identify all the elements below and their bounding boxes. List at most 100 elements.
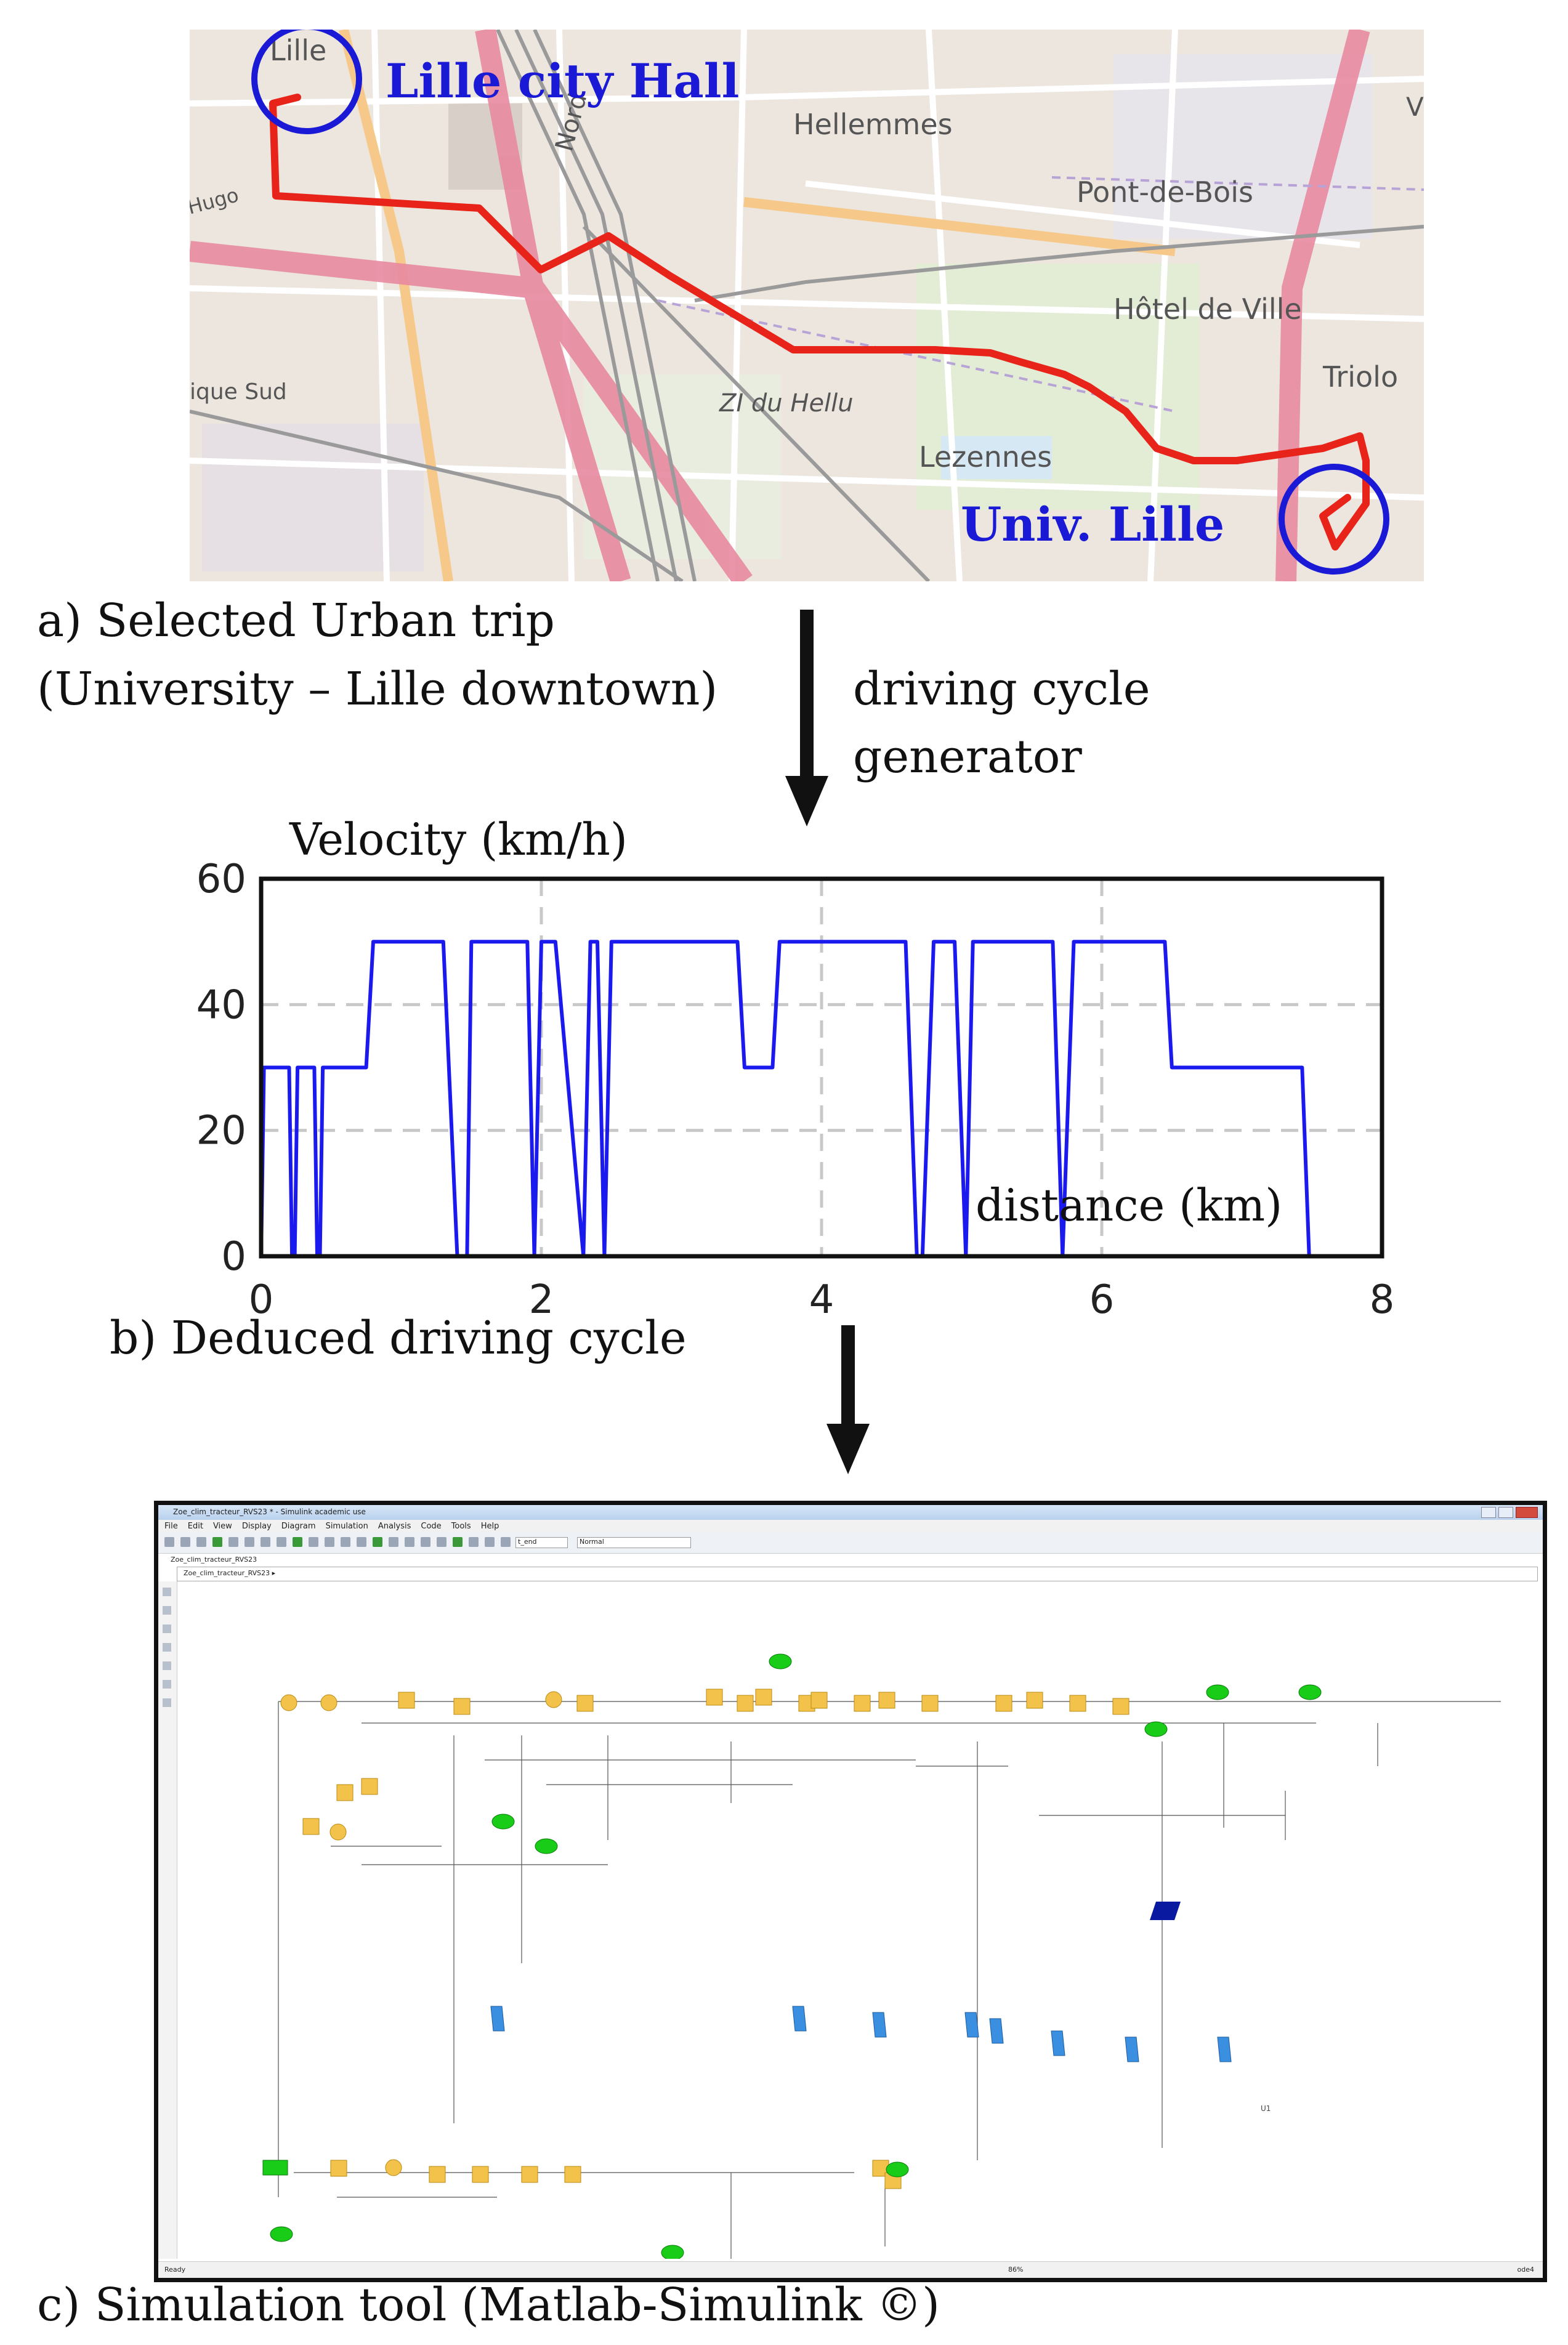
palette-tool-icon[interactable] <box>163 1625 171 1633</box>
menu-item-file[interactable]: File <box>164 1521 178 1531</box>
menu-item-diagram[interactable]: Diagram <box>281 1521 316 1531</box>
toolbar-button[interactable] <box>485 1537 495 1547</box>
subsystem-block[interactable] <box>576 1695 594 1712</box>
scope-block[interactable] <box>964 2012 979 2038</box>
palette-tool-icon[interactable] <box>163 1661 171 1670</box>
simulation-mode-select[interactable]: Normal <box>577 1537 691 1548</box>
goto-tag-block[interactable] <box>491 1814 515 1830</box>
display-block[interactable] <box>1150 1902 1181 1920</box>
subsystem-block[interactable] <box>921 1695 939 1712</box>
menu-item-code[interactable]: Code <box>421 1521 442 1531</box>
scope-block[interactable] <box>1125 2036 1139 2062</box>
toolbar-button[interactable] <box>261 1537 270 1547</box>
goto-tag-block[interactable] <box>1206 1684 1229 1700</box>
subsystem-block[interactable] <box>706 1689 723 1706</box>
subsystem-block[interactable] <box>1069 1695 1086 1712</box>
subsystem-block[interactable] <box>361 1778 378 1795</box>
subsystem-block[interactable] <box>521 2166 538 2183</box>
toolbar-button[interactable] <box>309 1537 318 1547</box>
toolbar-button[interactable] <box>453 1537 463 1547</box>
minimize-button[interactable] <box>1481 1507 1496 1518</box>
subsystem-block[interactable] <box>995 1695 1012 1712</box>
scope-block[interactable] <box>1217 2036 1232 2062</box>
sum-block[interactable] <box>329 1823 347 1841</box>
x-tick-label: 8 <box>1370 1277 1395 1323</box>
scope-block[interactable] <box>872 2012 887 2038</box>
goto-tag-block[interactable] <box>769 1653 792 1669</box>
subsystem-block[interactable] <box>810 1692 828 1709</box>
toolbar-button[interactable] <box>373 1537 382 1547</box>
breadcrumb[interactable]: Zoe_clim_tracteur_RVS23 ▸ <box>184 1569 276 1577</box>
toolbar-button[interactable] <box>164 1537 174 1547</box>
menu-item-edit[interactable]: Edit <box>187 1521 203 1531</box>
subsystem-block[interactable] <box>737 1695 754 1712</box>
subsystem-block[interactable] <box>330 2160 347 2177</box>
goto-tag-block[interactable] <box>661 2245 684 2259</box>
goto-tag-block[interactable] <box>886 2161 909 2178</box>
toolbar-button[interactable] <box>325 1537 334 1547</box>
sum-block[interactable] <box>385 2159 402 2176</box>
caption-c: c) Simulation tool (Matlab-Simulink ©) <box>37 2278 940 2331</box>
sum-block[interactable] <box>320 1694 337 1711</box>
scope-block[interactable] <box>989 2018 1004 2044</box>
toolbar-button[interactable] <box>501 1537 511 1547</box>
end-label: Univ. Lille <box>961 497 1224 552</box>
close-button[interactable] <box>1516 1507 1538 1518</box>
menu-item-display[interactable]: Display <box>241 1521 272 1531</box>
toolbar-button[interactable] <box>293 1537 302 1547</box>
menu-item-help[interactable]: Help <box>480 1521 499 1531</box>
scope-block[interactable] <box>792 2006 807 2032</box>
caption-a-line1: a) Selected Urban trip <box>37 594 555 647</box>
toolbar-button[interactable] <box>196 1537 206 1547</box>
goto-tag-block[interactable] <box>1144 1721 1168 1737</box>
palette-tool-icon[interactable] <box>163 1698 171 1707</box>
sum-block[interactable] <box>280 1694 297 1711</box>
toolbar-button[interactable] <box>244 1537 254 1547</box>
palette-tool-icon[interactable] <box>163 1588 171 1596</box>
scope-block[interactable] <box>490 2006 505 2032</box>
subsystem-block[interactable] <box>755 1689 772 1706</box>
toolbar-button[interactable] <box>228 1537 238 1547</box>
toolbar-button[interactable] <box>421 1537 430 1547</box>
subsystem-block[interactable] <box>398 1692 415 1709</box>
goto-tag-block[interactable] <box>270 2226 293 2242</box>
constant-block[interactable] <box>262 2160 288 2176</box>
menu-item-view[interactable]: View <box>212 1521 232 1531</box>
menu-item-tools[interactable]: Tools <box>451 1521 471 1531</box>
toolbar-button[interactable] <box>180 1537 190 1547</box>
model-canvas[interactable]: Simulation de la Renault ZoéUniversité d… <box>177 1581 1543 2259</box>
maximize-button[interactable] <box>1498 1507 1513 1518</box>
map-label-hellemmes: Hellemmes <box>793 108 953 141</box>
subsystem-block[interactable] <box>429 2166 446 2183</box>
subsystem-block[interactable] <box>453 1698 471 1715</box>
start-label: Lille city Hall <box>386 54 740 108</box>
stop-time-input[interactable]: t_end <box>515 1537 568 1548</box>
sum-block[interactable] <box>545 1691 562 1708</box>
palette-tool-icon[interactable] <box>163 1643 171 1652</box>
subsystem-block[interactable] <box>854 1695 871 1712</box>
palette-tool-icon[interactable] <box>163 1606 171 1615</box>
toolbar-button[interactable] <box>437 1537 447 1547</box>
goto-tag-block[interactable] <box>1298 1684 1322 1700</box>
subsystem-block[interactable] <box>472 2166 489 2183</box>
subsystem-block[interactable] <box>336 1784 354 1801</box>
menu-item-simulation[interactable]: Simulation <box>325 1521 368 1531</box>
subsystem-block[interactable] <box>302 1818 320 1835</box>
scope-block[interactable] <box>1051 2030 1065 2056</box>
menu-item-analysis[interactable]: Analysis <box>378 1521 411 1531</box>
toolbar-button[interactable] <box>405 1537 414 1547</box>
subsystem-block[interactable] <box>1026 1692 1043 1709</box>
toolbar-button[interactable] <box>389 1537 398 1547</box>
toolbar-button[interactable] <box>357 1537 366 1547</box>
toolbar-button[interactable] <box>341 1537 350 1547</box>
subsystem-block[interactable] <box>564 2166 581 2183</box>
toolbar-button[interactable] <box>277 1537 286 1547</box>
toolbar-button[interactable] <box>469 1537 479 1547</box>
subsystem-block[interactable] <box>878 1692 895 1709</box>
subsystem-block[interactable] <box>1112 1698 1130 1715</box>
palette-tool-icon[interactable] <box>163 1680 171 1689</box>
tab-model[interactable]: Zoe_clim_tracteur_RVS23 <box>171 1556 257 1564</box>
toolbar-button[interactable] <box>212 1537 222 1547</box>
goto-tag-block[interactable] <box>535 1838 558 1854</box>
